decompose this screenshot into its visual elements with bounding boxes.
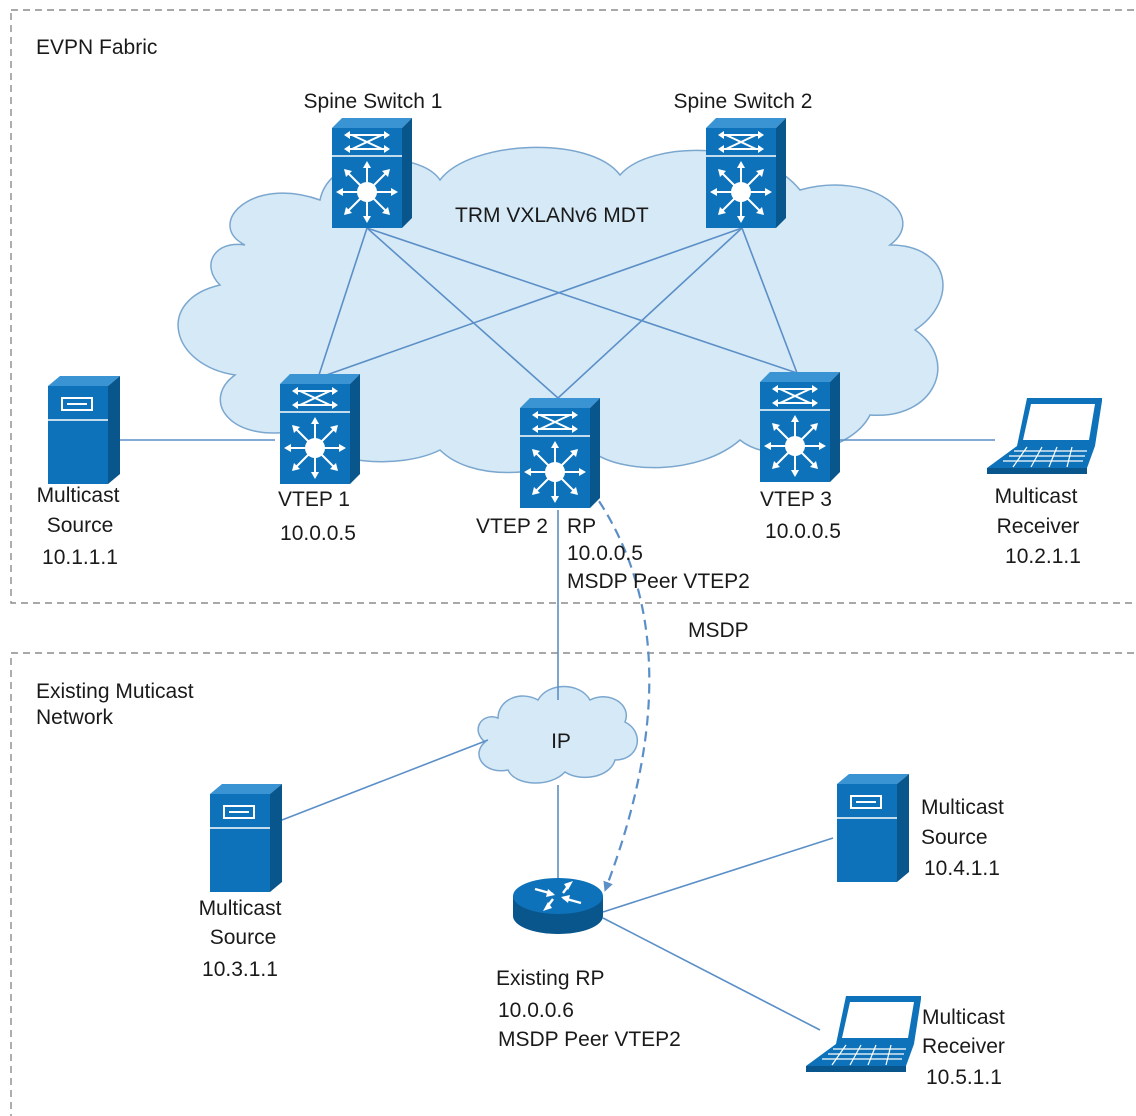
vtep-3-label: VTEP 3 (760, 488, 832, 511)
source-1-label: Source (47, 514, 114, 537)
trm-cloud-label: TRM VXLANv6 MDT (455, 204, 649, 227)
source-3-label: Multicast (199, 897, 282, 920)
vtep-1-ip: 10.0.0.5 (280, 522, 356, 545)
region-title-existing-network: Network (36, 706, 114, 729)
source-3-ip: 10.3.1.1 (202, 958, 278, 981)
receiver-5-label: Receiver (922, 1035, 1005, 1058)
link-spine1-vtep3 (366, 227, 798, 374)
link-spine2-vtep3 (741, 227, 798, 374)
vtep-3-ip: 10.0.0.5 (765, 520, 841, 543)
link-router-source4 (602, 837, 834, 913)
vtep-1-icon (279, 373, 361, 485)
laptop-icon (805, 995, 922, 1073)
receiver-2-label: Multicast (995, 485, 1078, 508)
ip-cloud-label: IP (551, 730, 571, 753)
source-4-ip: 10.4.1.1 (924, 857, 1000, 880)
link-spine2-vtep2 (557, 227, 743, 399)
vtep-1-label: VTEP 1 (278, 488, 350, 511)
region-title-existing-network: Existing Muticast (36, 680, 194, 703)
source-1-label: Multicast (37, 484, 120, 507)
rp-ip: 10.0.0.5 (567, 542, 643, 565)
link-spine2-vtep1 (317, 227, 743, 379)
msdp-label: MSDP (688, 619, 749, 642)
vtep-2-icon (519, 397, 601, 509)
server-icon (836, 773, 910, 883)
receiver-5-ip: 10.5.1.1 (926, 1066, 1002, 1089)
link-source3-ip (281, 739, 489, 821)
links (120, 227, 995, 1031)
msdp-peering-arrow (589, 487, 651, 892)
source-4-label: Multicast (921, 796, 1004, 819)
vtep-2-label: VTEP 2 (476, 515, 548, 538)
spine-switch-1-label: Spine Switch 1 (304, 90, 443, 113)
receiver-2-ip: 10.2.1.1 (1005, 545, 1081, 568)
existing-rp-label: Existing RP (496, 967, 605, 990)
existing-network-region (10, 652, 1136, 1116)
evpn-fabric-region (10, 9, 1136, 604)
ip-cloud (477, 685, 639, 784)
receiver-2-label: Receiver (997, 515, 1080, 538)
link-spine1-vtep1 (317, 227, 368, 379)
source-4-label: Source (921, 826, 988, 849)
existing-rp-ip: 10.0.0.6 (498, 999, 574, 1022)
laptop-icon (986, 397, 1103, 475)
spine-switch-1-icon (331, 117, 413, 229)
vtep-3-icon (759, 371, 841, 483)
spine-switch-2-icon (705, 117, 787, 229)
server-icon (47, 375, 121, 485)
region-title-evpn-fabric: EVPN Fabric (36, 36, 157, 59)
link-spine1-vtep2 (366, 227, 559, 399)
rp-label: RP (567, 515, 596, 538)
router-icon (511, 876, 605, 936)
existing-rp-msdp-peer: MSDP Peer VTEP2 (498, 1028, 681, 1051)
receiver-5-label: Multicast (922, 1006, 1005, 1029)
rp-msdp-peer: MSDP Peer VTEP2 (567, 570, 750, 593)
spine-switch-2-label: Spine Switch 2 (674, 90, 813, 113)
link-router-receiver5 (602, 917, 821, 1031)
server-icon (209, 783, 283, 893)
source-1-ip: 10.1.1.1 (42, 546, 118, 569)
source-3-label: Source (210, 926, 277, 949)
